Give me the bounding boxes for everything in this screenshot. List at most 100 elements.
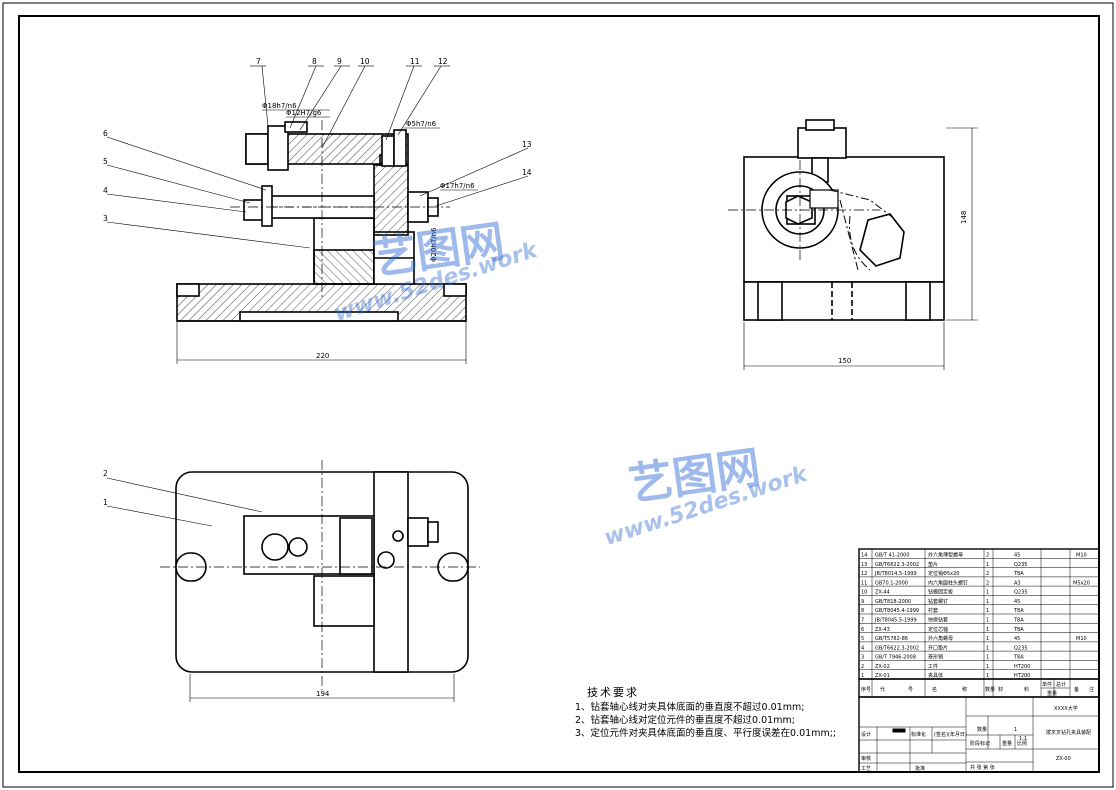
header-unit: 单件 xyxy=(1042,681,1052,688)
part-11-name: 内六角圆柱头螺钉 xyxy=(928,579,968,586)
part-13-material: Q235 xyxy=(1014,562,1027,568)
part-5-no: 5 xyxy=(861,636,864,642)
part-5-code: GB/T5782-86 xyxy=(875,636,908,642)
plan-view xyxy=(106,460,480,702)
part-6-material: T8A xyxy=(1013,627,1024,633)
part-2-qty: 1 xyxy=(986,664,989,670)
dim-side-width: 150 xyxy=(838,357,851,365)
qty-value: 1 xyxy=(1014,727,1017,733)
header-qty: 数量 xyxy=(985,686,995,693)
sheet-label: 共 张 第 张 xyxy=(970,764,995,771)
header-material-b: 料 xyxy=(1024,686,1029,693)
dim-plan-width: 194 xyxy=(316,690,330,698)
part-14-no: 14 xyxy=(861,553,867,559)
company-name: XXXX大学 xyxy=(1054,705,1078,712)
part-10-code: ZX-44 xyxy=(875,590,890,596)
part-5-name: 外六角螺母 xyxy=(928,635,953,642)
balloon-6: 6 xyxy=(103,129,108,138)
title-block-text: XXXX大学 拨叉叉钻孔夹具装配 ZX-00 数量 1 阶段标记 重量 比例 1… xyxy=(861,705,1091,772)
part-4-no: 4 xyxy=(861,645,864,651)
header-code-a: 代 xyxy=(880,686,885,693)
part-7-material: T8A xyxy=(1013,618,1024,624)
part-10-qty: 1 xyxy=(986,590,989,596)
balloon-10: 10 xyxy=(360,57,370,66)
part-2-code: ZX-02 xyxy=(875,664,890,670)
balloon-3: 3 xyxy=(103,214,108,223)
part-8-qty: 1 xyxy=(986,608,989,614)
header-material-a: 材 xyxy=(998,686,1003,693)
header-remark-b: 注 xyxy=(1089,686,1094,693)
part-2-name: 工件 xyxy=(928,663,938,670)
side-view xyxy=(728,119,978,370)
balloon-11: 11 xyxy=(410,57,420,66)
part-11-code: GB70.1-2000 xyxy=(875,580,908,586)
part-13-name: 垫片 xyxy=(928,561,938,568)
std-sign-label: (签名)(年月日) xyxy=(934,731,967,738)
part-1-name: 夹具体 xyxy=(928,672,943,679)
part-14-note: M10 xyxy=(1076,553,1087,559)
inner-frame xyxy=(18,15,1100,773)
qty-label: 数量 xyxy=(977,726,987,733)
part-4-name: 开口垫片 xyxy=(928,644,948,651)
part-6-name: 定位芯轴 xyxy=(928,626,948,633)
part-7-name: 快换钻套 xyxy=(928,617,948,624)
balloon-8: 8 xyxy=(312,57,317,66)
part-11-note: M5x20 xyxy=(1073,580,1090,586)
part-5-material: 45 xyxy=(1014,636,1020,642)
part-14-code: GB/T 41-2000 xyxy=(875,553,910,559)
part-3-material: T8A xyxy=(1013,655,1024,661)
part-11-qty: 2 xyxy=(986,580,989,586)
part-6-qty: 1 xyxy=(986,627,989,633)
part-12-material: T8A xyxy=(1013,571,1024,577)
fit-5: Φ5h7/n6 xyxy=(406,120,437,128)
balloon-1: 1 xyxy=(103,498,108,507)
part-14-name: 外六角薄型螺母 xyxy=(928,552,963,559)
fit-20: Φ20h7/n6 xyxy=(430,227,438,262)
drawing-title: 拨叉叉钻孔夹具装配 xyxy=(1046,729,1091,736)
part-1-no: 1 xyxy=(861,673,864,679)
scale-value: 1:1 xyxy=(1019,736,1027,742)
part-1-code: ZX-01 xyxy=(875,673,890,679)
part-9-code: GB/T818-2000 xyxy=(875,599,911,605)
part-10-material: Q235 xyxy=(1014,590,1027,596)
balloon-2: 2 xyxy=(103,469,108,478)
part-3-no: 3 xyxy=(861,655,864,661)
part-12-qty: 2 xyxy=(986,571,989,577)
balloon-13: 13 xyxy=(522,140,532,149)
part-5-note: M10 xyxy=(1076,636,1087,642)
fit-18: Φ18h7/n6 xyxy=(262,102,297,110)
standard-label: 标准化 xyxy=(911,731,926,738)
part-13-qty: 1 xyxy=(986,562,989,568)
balloon-12: 12 xyxy=(438,57,448,66)
stage-label: 阶段标记 xyxy=(970,740,990,747)
balloon-9: 9 xyxy=(337,57,342,66)
balloon-5: 5 xyxy=(103,157,108,166)
part-9-material: 45 xyxy=(1014,599,1020,605)
part-14-qty: 2 xyxy=(986,553,989,559)
part-10-name: 钻模固定板 xyxy=(928,589,953,596)
dim-front-width: 220 xyxy=(316,352,329,360)
title-block xyxy=(858,696,1100,773)
fit-12: Φ12H7/g6 xyxy=(286,109,322,117)
tech-req-title: 技术要求 xyxy=(587,686,639,699)
part-8-no: 8 xyxy=(861,608,864,614)
header-name-a: 名 xyxy=(932,686,937,693)
header-remark-a: 备 xyxy=(1074,686,1079,693)
part-8-material: T8A xyxy=(1013,608,1024,614)
part-6-code: ZX-43 xyxy=(875,627,890,633)
part-9-name: 钻套螺钉 xyxy=(928,598,948,605)
designer-label: 设计 xyxy=(861,731,871,738)
part-1-qty: 1 xyxy=(986,673,989,679)
header-code-b: 号 xyxy=(908,687,913,693)
part-12-name: 定位销Φ5x20 xyxy=(928,570,959,577)
part-4-qty: 1 xyxy=(986,645,989,651)
part-13-no: 13 xyxy=(861,562,867,568)
tech-req-item-2: 2、钻套轴心线对定位元件的垂直度不超过0.01mm; xyxy=(575,715,795,726)
part-14-material: 45 xyxy=(1014,553,1020,559)
header-weight: 重量 xyxy=(1047,690,1057,697)
front-view xyxy=(106,65,529,364)
part-12-no: 12 xyxy=(861,571,867,577)
part-4-code: GB/T6622.3-2002 xyxy=(875,645,919,651)
part-3-name: 菱形销 xyxy=(928,654,943,661)
scale-label: 比例 xyxy=(1017,740,1027,747)
